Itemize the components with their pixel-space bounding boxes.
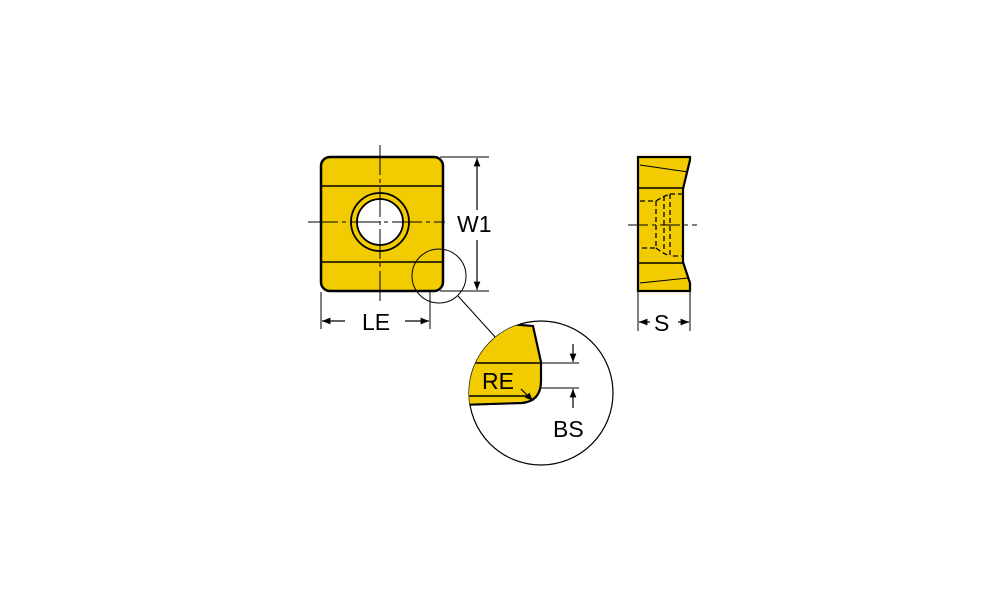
front-view: W1 LE	[308, 145, 498, 340]
hidden-hole-lines	[640, 193, 684, 257]
label-bs: BS	[553, 416, 584, 442]
label-re: RE	[482, 368, 514, 394]
label-le: LE	[362, 309, 390, 335]
detail-marker-circle	[411, 248, 467, 304]
label-w1: W1	[457, 211, 492, 237]
detail-leader-line	[457, 295, 498, 340]
corner-detail-view: RE BS	[468, 320, 614, 466]
re-arrow	[520, 388, 534, 402]
side-view: S	[628, 155, 697, 336]
label-s: S	[654, 310, 669, 336]
